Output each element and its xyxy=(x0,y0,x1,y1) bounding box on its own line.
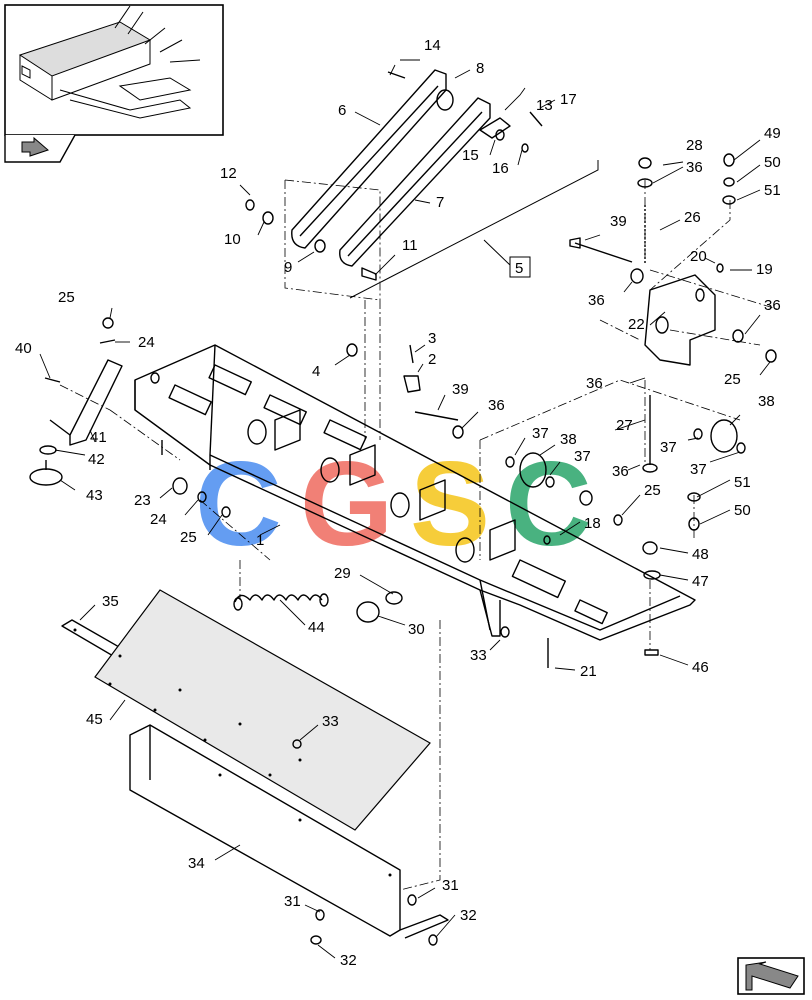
callout-label: 30 xyxy=(408,621,425,638)
callout-label: 32 xyxy=(460,907,477,924)
callout-label: 51 xyxy=(764,182,781,199)
callout-label: 43 xyxy=(86,487,103,504)
callout-label: 49 xyxy=(764,125,781,142)
detail-frame xyxy=(349,160,599,299)
callout-label: 50 xyxy=(734,502,751,519)
callout-label: 44 xyxy=(308,619,325,636)
callout-label: 31 xyxy=(284,893,301,910)
watermark: C G S C xyxy=(195,437,592,571)
callout-label: 48 xyxy=(692,546,709,563)
callout-label: 10 xyxy=(224,231,241,248)
callout-label: 33 xyxy=(322,713,339,730)
callout-label: 3 xyxy=(428,330,436,347)
callout-label: 41 xyxy=(90,429,107,446)
callout-label: 5 xyxy=(515,260,523,277)
callout-labels: 14 8 13 17 6 15 16 7 12 10 9 11 5 28 36 … xyxy=(15,37,781,969)
cover-plate xyxy=(61,589,431,831)
callout-label: 6 xyxy=(338,102,346,119)
assembly-lines xyxy=(59,179,781,891)
watermark-letter: C xyxy=(195,437,282,571)
callout-label: 34 xyxy=(188,855,205,872)
callout-label: 2 xyxy=(428,351,436,368)
callout-label: 50 xyxy=(764,154,781,171)
watermark-letter: S xyxy=(410,437,490,571)
callout-label: 25 xyxy=(58,289,75,306)
callout-label: 35 xyxy=(102,593,119,610)
callout-label: 37 xyxy=(532,425,549,442)
watermark-letter: G xyxy=(300,437,393,571)
callout-label: 36 xyxy=(586,375,603,392)
callout-label: 42 xyxy=(88,451,105,468)
callout-label: 1 xyxy=(256,532,264,549)
callout-label: 37 xyxy=(690,461,707,478)
callout-label: 45 xyxy=(86,711,103,728)
guard-panel xyxy=(129,724,449,946)
callout-label: 17 xyxy=(560,91,577,108)
callout-label: 4 xyxy=(312,363,320,380)
callout-label: 7 xyxy=(436,194,444,211)
callout-label: 38 xyxy=(758,393,775,410)
tension-spring xyxy=(233,591,549,668)
callout-label: 11 xyxy=(402,237,418,254)
callout-label: 9 xyxy=(284,259,292,276)
callout-label: 25 xyxy=(644,482,661,499)
main-frame xyxy=(134,344,696,641)
callout-label: 18 xyxy=(584,515,601,532)
callout-label: 24 xyxy=(138,334,155,351)
callout-label: 27 xyxy=(616,417,633,434)
leader-lines xyxy=(39,59,771,959)
callout-label: 37 xyxy=(660,439,677,456)
callout-label: 36 xyxy=(488,397,505,414)
callout-label: 31 xyxy=(442,877,459,894)
callout-label: 22 xyxy=(628,316,645,333)
callout-label: 46 xyxy=(692,659,709,676)
callout-label: 24 xyxy=(150,511,167,528)
callout-label: 19 xyxy=(756,261,773,278)
callout-label: 12 xyxy=(220,165,237,182)
callout-label: 36 xyxy=(588,292,605,309)
callout-label: 28 xyxy=(686,137,703,154)
callout-label: 25 xyxy=(180,529,197,546)
callout-label: 51 xyxy=(734,474,751,491)
callout-label: 13 xyxy=(536,97,553,114)
navigate-arrow-icon[interactable] xyxy=(737,957,805,995)
callout-label: 14 xyxy=(424,37,441,54)
callout-label: 39 xyxy=(610,213,627,230)
watermark-letter: C xyxy=(505,437,592,571)
callout-label: 33 xyxy=(470,647,487,664)
upper-arm-assembly xyxy=(245,69,543,281)
callout-label: 26 xyxy=(684,209,701,226)
callout-label: 37 xyxy=(574,448,591,465)
callout-label: 29 xyxy=(334,565,351,582)
callout-label: 40 xyxy=(15,340,32,357)
center-rollers xyxy=(346,343,623,545)
overview-inset xyxy=(4,4,224,163)
callout-label: 21 xyxy=(580,663,597,680)
callout-label: 36 xyxy=(764,297,781,314)
spring-bracket-assembly xyxy=(569,153,777,656)
callout-label: 23 xyxy=(134,492,151,509)
callout-label: 15 xyxy=(462,147,479,164)
callout-label: 8 xyxy=(476,60,484,77)
callout-label: 38 xyxy=(560,431,577,448)
view-arrow-icon xyxy=(21,136,49,157)
callout-label: 36 xyxy=(612,463,629,480)
left-linkage xyxy=(29,317,231,518)
callout-label: 36 xyxy=(686,159,703,176)
callout-label: 20 xyxy=(690,248,707,265)
callout-label: 47 xyxy=(692,573,709,590)
callout-label: 39 xyxy=(452,381,469,398)
callout-label: 16 xyxy=(492,160,509,177)
callout-label: 25 xyxy=(724,371,741,388)
callout-label: 32 xyxy=(340,952,357,969)
